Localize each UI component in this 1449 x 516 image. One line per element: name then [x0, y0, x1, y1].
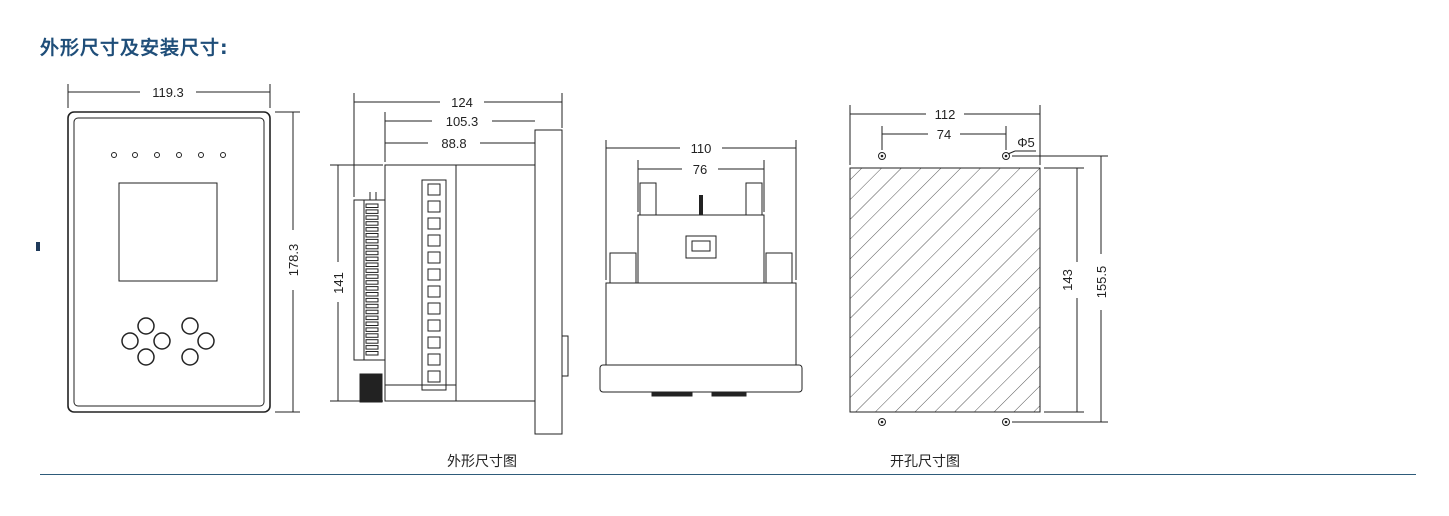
side-view	[353, 129, 569, 435]
terminal-pin	[365, 209, 379, 214]
terminal-pin	[365, 309, 379, 315]
bottom-rule	[40, 474, 1416, 475]
cutout-view	[849, 167, 1041, 413]
side-terminal-ports	[427, 183, 441, 383]
cut-total-height-label: 155.5	[1094, 266, 1109, 299]
top-width-label: 110	[691, 141, 712, 156]
front-height-label: 178.3	[286, 244, 301, 277]
side-body-label: 88.8	[441, 136, 466, 151]
front-view	[67, 84, 300, 413]
terminal-pin	[365, 227, 379, 232]
page-title: 外形尺寸及安装尺寸:	[40, 37, 229, 59]
terminal-pin	[365, 274, 379, 279]
terminal-pin	[365, 327, 379, 332]
terminal-pin	[365, 250, 379, 256]
side-total-label: 124	[451, 95, 473, 110]
terminal-pin	[365, 345, 379, 350]
terminal-pin	[365, 268, 379, 273]
cut-width-label: 112	[935, 107, 956, 122]
terminal-pin	[365, 333, 379, 338]
side-mid-label: 105.3	[446, 114, 479, 129]
cut-hole-label: Φ5	[1017, 135, 1035, 150]
side-terminal-pins	[365, 203, 379, 356]
terminal-pin	[365, 256, 379, 262]
outline-caption: 外形尺寸图	[447, 454, 517, 470]
terminal-pin	[365, 292, 379, 297]
terminal-pin	[365, 262, 379, 267]
terminal-port	[427, 234, 441, 247]
terminal-port	[427, 285, 441, 298]
terminal-port	[427, 370, 441, 383]
cutout-caption: 开孔尺寸图	[890, 454, 960, 470]
terminal-port	[427, 302, 441, 315]
front-width-label: 119.3	[152, 85, 184, 100]
terminal-pin	[365, 351, 379, 356]
terminal-port	[427, 200, 441, 213]
side-dimensions	[330, 93, 563, 402]
terminal-pin	[365, 297, 379, 303]
terminal-pin	[365, 339, 379, 344]
top-view	[599, 140, 803, 397]
terminal-port	[427, 217, 441, 230]
terminal-pin	[365, 321, 379, 326]
terminal-pin	[365, 215, 379, 220]
terminal-pin	[365, 203, 379, 208]
terminal-pin	[365, 315, 379, 321]
terminal-pin	[365, 280, 379, 285]
terminal-pin	[365, 286, 379, 291]
side-marker	[36, 242, 40, 251]
terminal-port	[427, 353, 441, 366]
terminal-port	[427, 183, 441, 196]
terminal-port	[427, 251, 441, 264]
cutout-holes	[878, 152, 1010, 426]
terminal-pin	[365, 221, 379, 226]
top-inner-label: 76	[693, 162, 707, 177]
terminal-port	[427, 268, 441, 281]
terminal-port	[427, 319, 441, 332]
cutout-dimensions	[849, 105, 1108, 423]
terminal-pin	[365, 303, 379, 309]
side-height-label: 141	[331, 272, 346, 294]
terminal-port	[427, 336, 441, 349]
cut-spacing-label: 74	[937, 127, 951, 142]
terminal-pin	[365, 233, 379, 238]
terminal-pin	[365, 244, 379, 250]
cut-height-label: 143	[1060, 269, 1075, 291]
terminal-pin	[365, 238, 379, 244]
